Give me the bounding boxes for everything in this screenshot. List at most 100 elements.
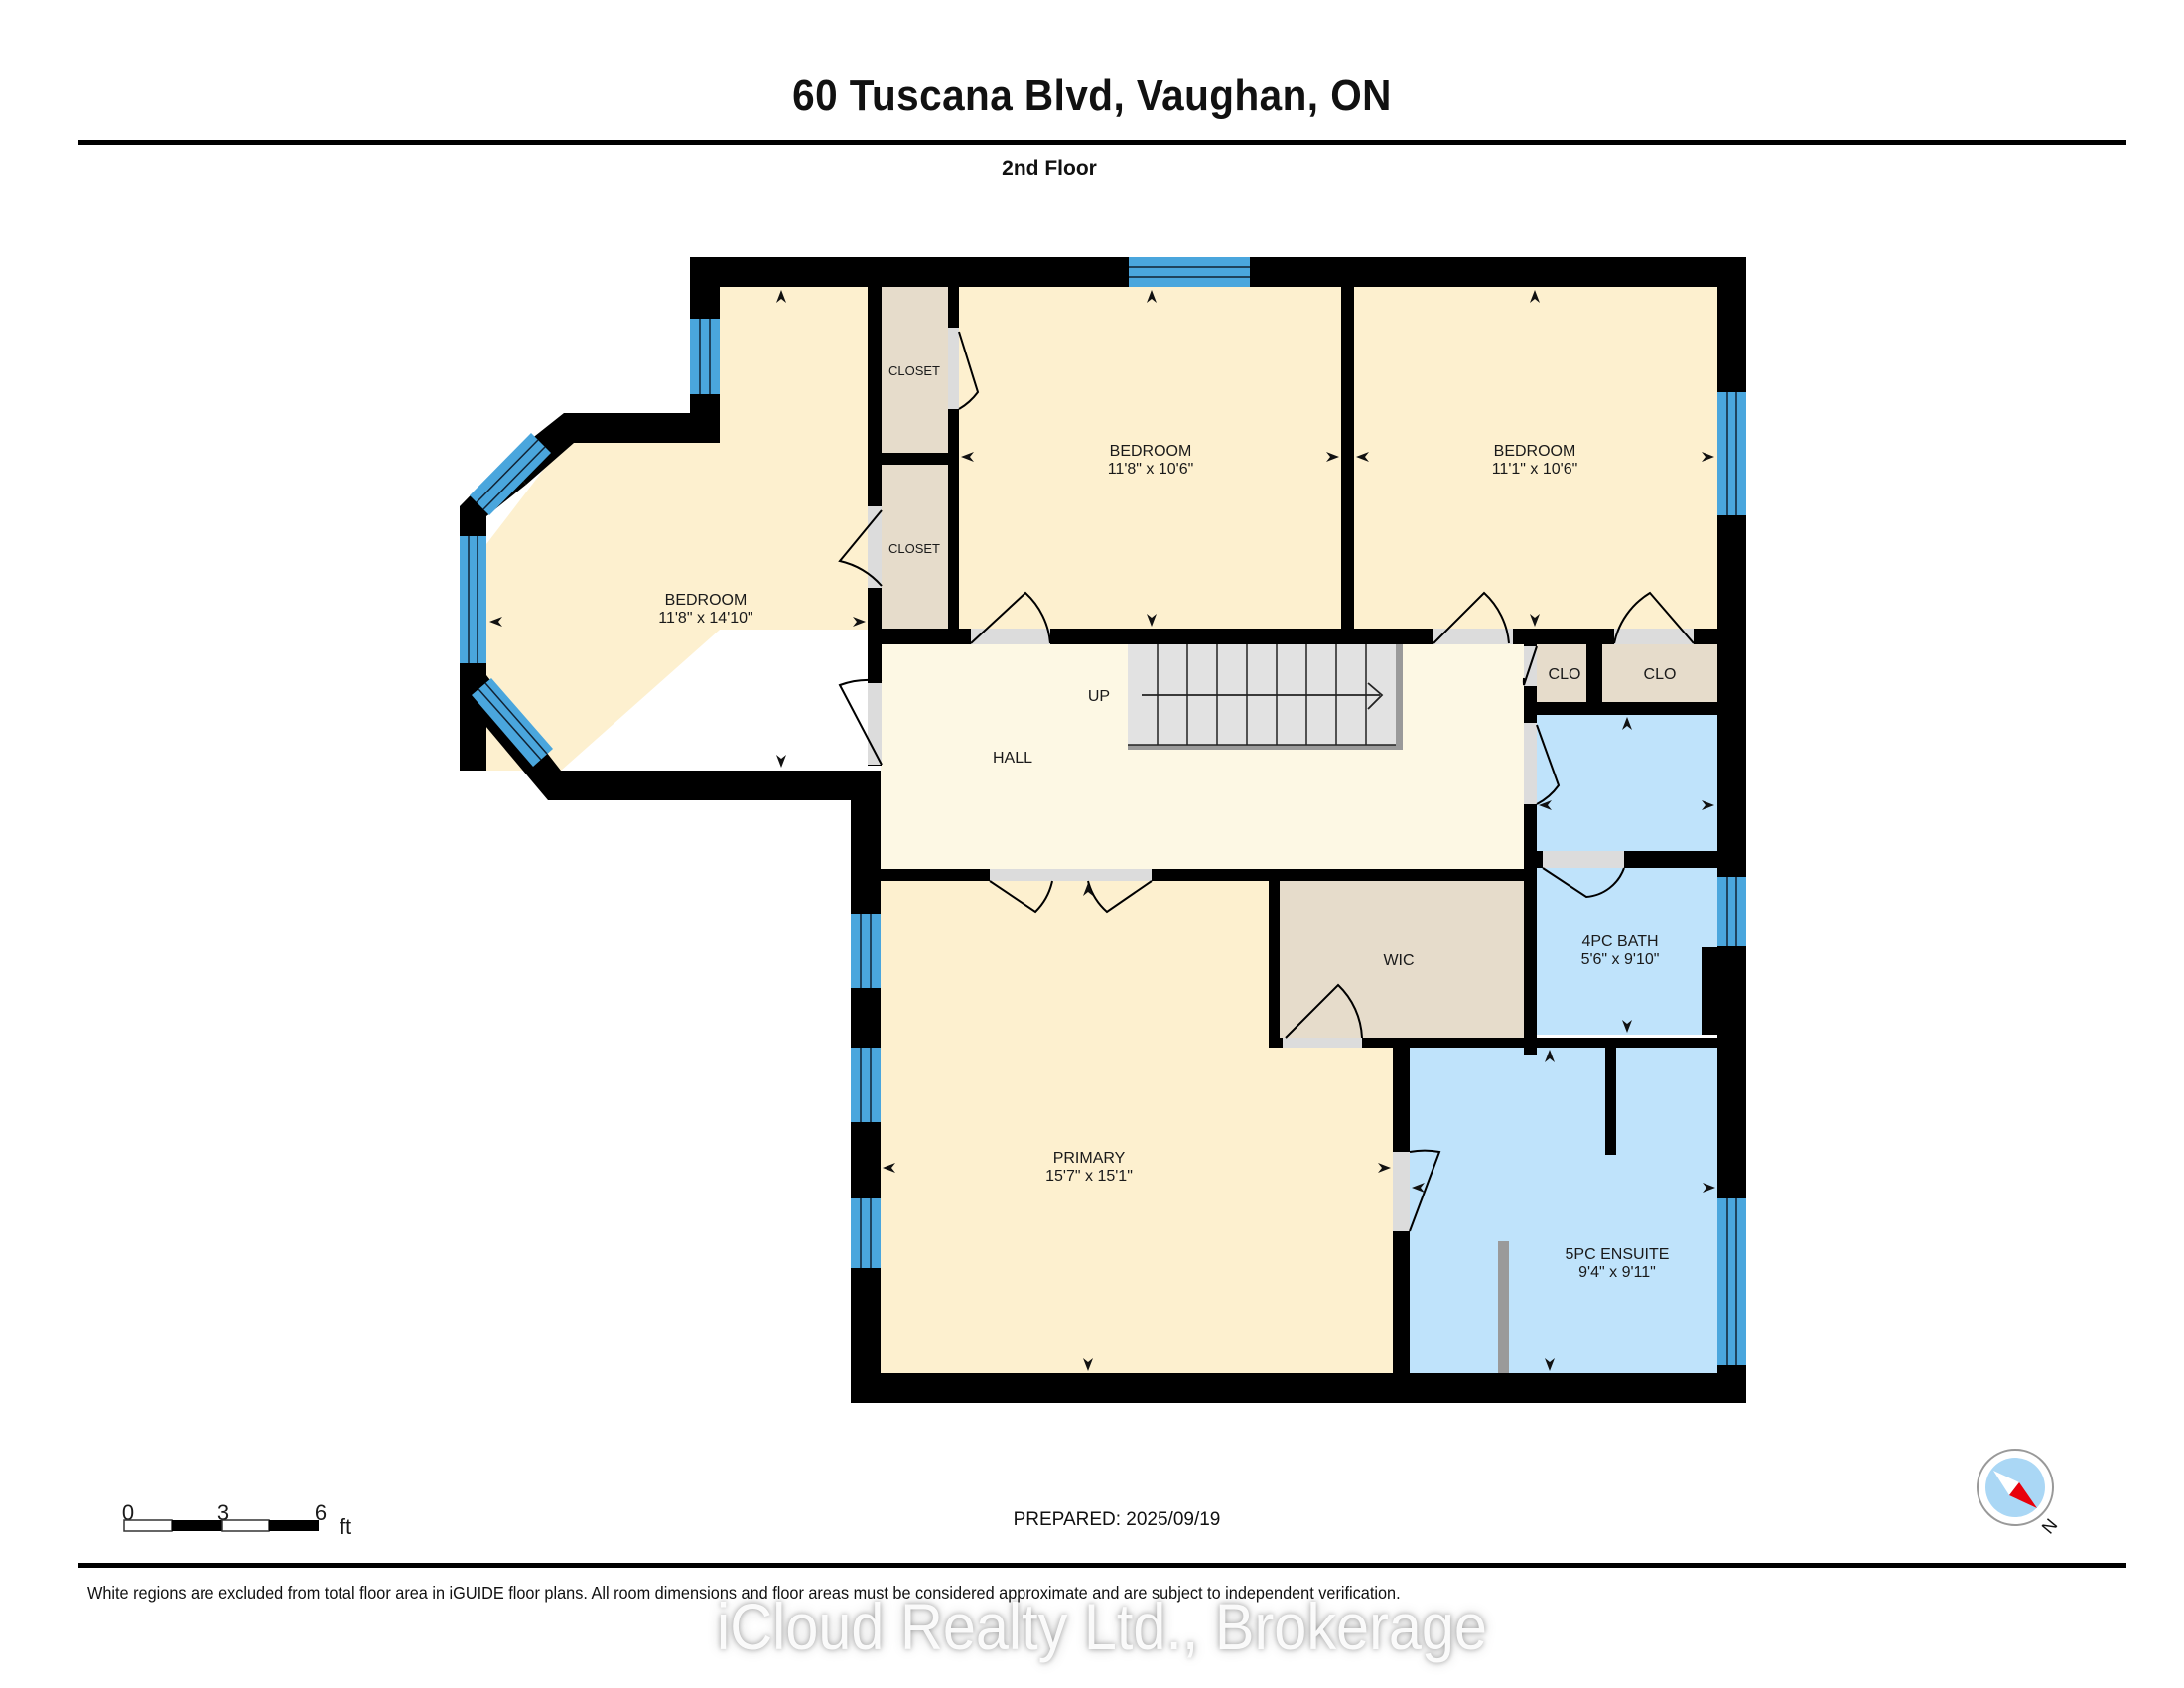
door-icon [1087, 880, 1153, 914]
room-name-hall: HALL [993, 750, 1032, 767]
window-icon [851, 1198, 881, 1268]
door-icon [838, 678, 883, 766]
dimension-arrow-icon [1412, 1183, 1425, 1193]
door-icon [1285, 983, 1363, 1039]
dimension-arrow-icon [1539, 800, 1552, 810]
dimension-arrow-icon [776, 755, 786, 768]
window-icon [1717, 1198, 1746, 1365]
page-title: 60 Tuscana Blvd, Vaughan, ON [792, 71, 1392, 120]
room-name-bedroom-bay: BEDROOM [665, 592, 748, 609]
scale-tick-0: 0 [122, 1500, 134, 1525]
dimension-arrow-icon [1622, 1020, 1632, 1033]
scale-tick-3: 3 [217, 1500, 229, 1525]
room-name-bedroom-right: BEDROOM [1494, 443, 1576, 460]
dimension-arrow-icon [1545, 1050, 1555, 1062]
room-fill-closet-lower [882, 465, 948, 632]
dimension-arrow-icon [1083, 883, 1093, 896]
room-dims-primary: 15'7" x 15'1" [1045, 1168, 1133, 1185]
scale-bar: 0 3 6 ft [122, 1500, 351, 1539]
stairs-label: UP [1088, 688, 1110, 705]
brokerage-watermark: iCloud Realty Ltd., Brokerage [717, 1590, 1487, 1663]
window-icon [470, 433, 551, 515]
dimension-arrow-icon [1326, 452, 1339, 462]
room-fill-bath-4pc [1537, 868, 1717, 1035]
floor-label: 2nd Floor [1002, 157, 1097, 180]
dimension-arrow-icon [1378, 1163, 1391, 1173]
room-fill-primary [881, 881, 1393, 1373]
window-icon [1717, 877, 1746, 946]
room-name-bath-4pc: 4PC BATH [1581, 933, 1658, 950]
disclaimer-text: White regions are excluded from total fl… [87, 1583, 1401, 1603]
room-dims-bedroom-center: 11'8" x 10'6" [1108, 461, 1194, 478]
room-dims-bedroom-bay: 11'8" x 14'10" [658, 610, 752, 627]
dimension-arrow-icon [1356, 452, 1369, 462]
room-name-primary: PRIMARY [1053, 1150, 1126, 1167]
stairs-arrowhead-icon [1367, 682, 1384, 710]
room-name-ensuite: 5PC ENSUITE [1566, 1246, 1670, 1263]
dimension-arrow-icon [961, 452, 974, 462]
room-dims-bedroom-right: 11'1" x 10'6" [1492, 461, 1578, 478]
door-icon [838, 509, 883, 587]
compass-north-label: N [2038, 1515, 2062, 1538]
scale-unit: ft [340, 1514, 351, 1539]
room-fill-bath-upper [1537, 715, 1717, 851]
dimension-arrow-icon [1147, 290, 1157, 303]
dimension-arrow-icon [1702, 800, 1714, 810]
room-fill-closet-upper [882, 287, 948, 453]
room-fill-ensuite [1410, 1048, 1717, 1373]
window-icon [472, 678, 553, 767]
scale-tick-6: 6 [315, 1500, 327, 1525]
room-name-wic: WIC [1383, 952, 1414, 969]
dimension-arrow-icon [1530, 614, 1540, 627]
room-labels: BEDROOM 11'8" x 14'10" BEDROOM 11'8" x 1… [658, 363, 1676, 1281]
dimension-arrow-icon [1545, 1358, 1555, 1371]
door-icon [1522, 645, 1538, 686]
door-icon [989, 880, 1053, 914]
dimension-arrow-icon [1702, 452, 1714, 462]
door-icon [958, 331, 980, 410]
dimension-arrow-icon [883, 1163, 895, 1173]
dimension-arrow-icon [1703, 1183, 1715, 1193]
dimension-markers [489, 290, 1715, 1371]
dimension-arrow-icon [1147, 614, 1157, 627]
compass-icon: N [1977, 1449, 2062, 1538]
window-icon [851, 1048, 881, 1122]
staircase[interactable] [1128, 644, 1403, 750]
dimension-arrow-icon [1622, 717, 1632, 730]
room-fill-clo-right [1602, 644, 1717, 702]
windows [460, 257, 1746, 1365]
room-fill-bedroom-right [1354, 287, 1717, 629]
dimension-arrow-icon [1083, 1358, 1093, 1371]
dimension-arrow-icon [489, 617, 502, 627]
door-icon [1613, 591, 1695, 644]
room-fill-clo-left [1537, 644, 1586, 702]
door-icon [1433, 591, 1510, 644]
room-name-closet-lower: CLOSET [888, 541, 940, 556]
header-divider [78, 140, 2126, 145]
door-icon [1409, 1149, 1441, 1232]
room-fill-bedroom-center [959, 287, 1341, 629]
window-icon [460, 536, 486, 663]
room-name-bedroom-center: BEDROOM [1110, 443, 1192, 460]
dimension-arrow-icon [853, 617, 866, 627]
window-icon [1717, 392, 1746, 515]
room-fill-bedroom-bay [486, 287, 868, 771]
room-dims-ensuite: 9'4" x 9'11" [1578, 1264, 1656, 1281]
window-icon [851, 914, 881, 988]
window-icon [1129, 257, 1250, 287]
room-name-clo-left: CLO [1549, 666, 1581, 683]
room-dims-bath-4pc: 5'6" x 9'10" [1581, 951, 1660, 968]
room-name-clo-right: CLO [1644, 666, 1677, 683]
door-icon [1536, 724, 1561, 805]
shower-glass-partition [1498, 1241, 1509, 1373]
dimension-arrow-icon [776, 290, 786, 303]
prepared-date: PREPARED: 2025/09/19 [1013, 1509, 1221, 1530]
door-swings [838, 331, 1695, 1232]
dimension-arrow-icon [1530, 290, 1540, 303]
window-icon [690, 319, 720, 394]
footer-divider [78, 1563, 2126, 1568]
door-icon [1542, 867, 1625, 899]
room-name-closet-upper: CLOSET [888, 363, 940, 378]
door-icon [970, 591, 1051, 644]
